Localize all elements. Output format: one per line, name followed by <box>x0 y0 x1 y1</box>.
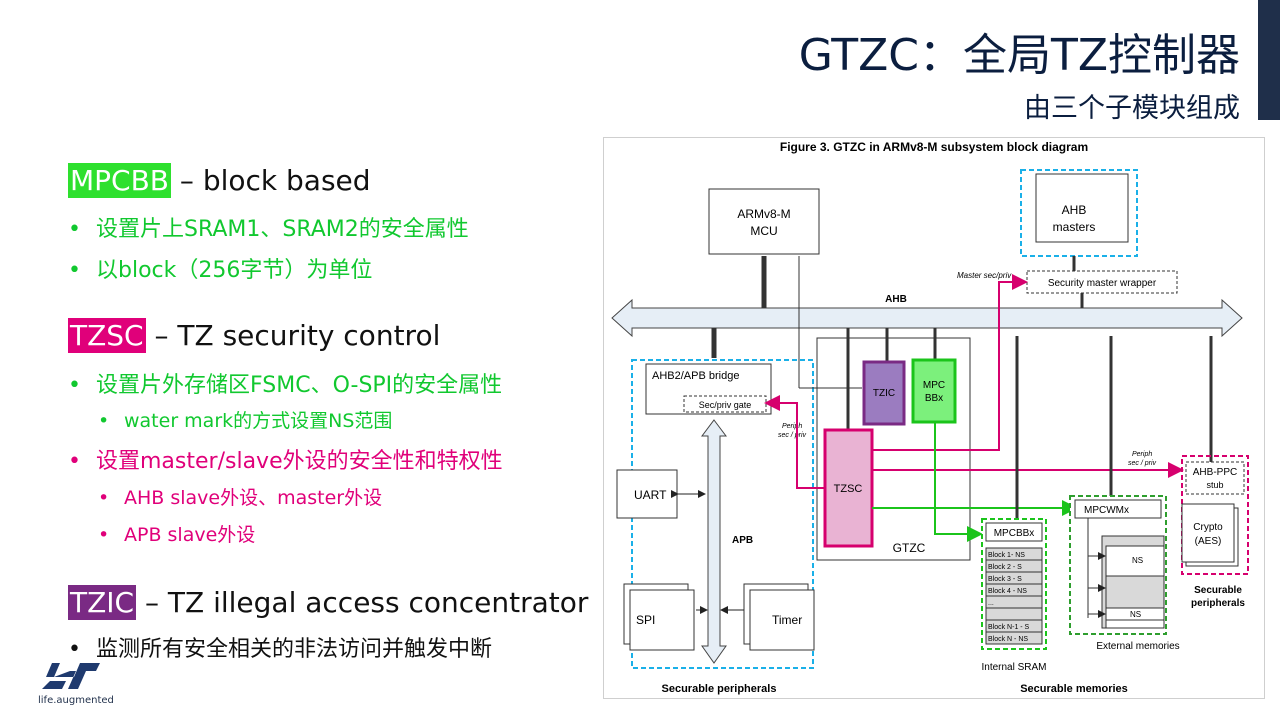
apb-label: APB <box>732 535 753 546</box>
logo-tagline: life.augmented <box>38 695 114 706</box>
mpcbb-block <box>911 358 957 424</box>
page-subtitle: 由三个子模块组成 <box>1024 93 1240 124</box>
ahb-ppc-stub <box>1185 461 1245 495</box>
periph2-label-1: Periph <box>1132 451 1152 458</box>
section-tzic-heading: TZIC – TZ illegal access concentrator <box>68 585 589 620</box>
header-accent-bar <box>1258 0 1280 120</box>
mcu-label-1: ARMv8-M <box>737 207 790 221</box>
sram-block-cell <box>985 595 1043 609</box>
securable-peripherals-label: Securable peripherals <box>662 683 777 695</box>
mpcbb-bullet-2: •以block（256字节）为单位 <box>68 258 373 283</box>
bridge-label: AHB2/APB bridge <box>652 370 739 382</box>
tzsc-tag: TZSC <box>68 318 146 353</box>
periph-sec-priv-label-2: sec / priv <box>778 432 807 439</box>
ahb-bus <box>611 298 1243 338</box>
sram-block-label: Block N - NS <box>988 636 1028 643</box>
timer-label: Timer <box>772 613 802 627</box>
ns-region-2 <box>1105 607 1165 621</box>
timer-block <box>749 589 815 651</box>
tzsc-bullet-4: •AHB slave外设、master外设 <box>98 487 383 509</box>
tzsc-bullet-3: •设置master/slave外设的安全性和特权性 <box>68 449 503 474</box>
mpcbb-desc: – block based <box>171 164 371 197</box>
periph-sec-priv-label-1: Periph <box>782 423 802 430</box>
ahb-masters-label-2: masters <box>1053 220 1096 234</box>
ahb-masters-block <box>1035 173 1129 243</box>
ahb-ppc-label-2: stub <box>1206 480 1223 490</box>
ns-label-1: NS <box>1132 556 1143 565</box>
tzic-block-label: TZIC <box>873 388 895 399</box>
spi-label: SPI <box>636 613 655 627</box>
section-mpcbb-heading: MPCBB – block based <box>68 163 371 198</box>
sec-priv-gate-label: Sec/priv gate <box>699 400 752 410</box>
mpcbb-sram-link <box>934 422 983 542</box>
master-sec-priv-label: Master sec/priv <box>957 271 1012 280</box>
mpcwmx-label: MPCWMx <box>1084 505 1129 516</box>
figure-caption: Figure 3. GTZC in ARMv8-M subsystem bloc… <box>780 140 1088 154</box>
sram-block-label: Block 4 - NS <box>988 588 1027 595</box>
ahb-bus-label: AHB <box>885 294 907 305</box>
uart-label: UART <box>634 488 667 502</box>
securable-peripherals-right-2: peripherals <box>1191 598 1245 609</box>
crypto-label-1: Crypto <box>1193 522 1223 533</box>
internal-sram-label: Internal SRAM <box>981 662 1046 673</box>
securable-memories-label: Securable memories <box>1020 683 1128 695</box>
crypto-block <box>1181 503 1235 563</box>
tzsc-bullet-2: •water mark的方式设置NS范围 <box>98 410 393 432</box>
apb-bus <box>701 419 727 664</box>
tzsc-bullet-5: •APB slave外设 <box>98 524 256 546</box>
mpcbb-block-label-1: MPC <box>923 380 945 391</box>
sram-mpcbbx-label: MPCBBx <box>994 528 1035 539</box>
sram-block-label: Block 2 - S <box>988 564 1022 571</box>
st-logo-icon <box>42 663 100 689</box>
sram-block-cell <box>985 631 1043 645</box>
page-title: GTZC：全局TZ控制器 <box>798 30 1240 81</box>
s-region <box>1105 575 1165 609</box>
periph2-label-2: sec / priv <box>1128 460 1157 467</box>
sram-block-label: Block 3 - S <box>988 576 1022 583</box>
ns-label-2: NS <box>1130 610 1141 619</box>
sram-block-cell <box>985 607 1043 621</box>
mpcbb-block-label-2: BBx <box>925 393 943 404</box>
crypto-label-2: (AES) <box>1195 536 1222 547</box>
tzsc-bullet-1: •设置片外存储区FSMC、O-SPI的安全属性 <box>68 373 503 398</box>
sram-block-label: ... <box>988 600 994 607</box>
tzsc-block-label: TZSC <box>834 483 863 495</box>
diagram-svg: Figure 3. GTZC in ARMv8-M subsystem bloc… <box>611 140 1249 695</box>
ahb-masters-label-1: AHB <box>1062 203 1087 217</box>
tzsc-gate-link <box>764 395 825 489</box>
uart-block <box>616 469 678 519</box>
tzic-block <box>862 360 906 426</box>
tzic-tag: TZIC <box>68 585 137 620</box>
ahb-ppc-label-1: AHB-PPC <box>1193 467 1237 478</box>
external-memories-label: External memories <box>1096 641 1179 652</box>
security-master-wrapper-label: Security master wrapper <box>1048 278 1157 289</box>
mpcbb-bullet-1: •设置片上SRAM1、SRAM2的安全属性 <box>68 217 469 242</box>
mcu-block <box>708 188 820 255</box>
ahb-masters-group <box>1020 169 1138 257</box>
sram-block-label: Block N-1 - S <box>988 624 1030 631</box>
sram-block-list: Block 1- NS Block 2 - S Block 3 - S Block 4… <box>985 547 1043 645</box>
section-tzsc-heading: TZSC – TZ security control <box>68 318 441 353</box>
tzsc-desc: – TZ security control <box>145 319 441 352</box>
gtzc-label: GTZC <box>893 541 926 555</box>
gtzc-block-diagram: Figure 3. GTZC in ARMv8-M subsystem bloc… <box>603 137 1265 699</box>
mcu-label-2: MCU <box>750 224 777 238</box>
mpcwmx-block <box>1074 499 1162 519</box>
tzic-desc: – TZ illegal access concentrator <box>136 586 589 619</box>
spi-block <box>629 589 695 651</box>
mpcbb-tag: MPCBB <box>68 163 172 198</box>
sram-block-label: Block 1- NS <box>988 552 1025 559</box>
tzic-bullet-1: •监测所有安全相关的非法访问并触发中断 <box>68 637 493 662</box>
sram-mpcbbx-block <box>985 522 1043 542</box>
securable-peripherals-right-1: Securable <box>1194 585 1242 596</box>
